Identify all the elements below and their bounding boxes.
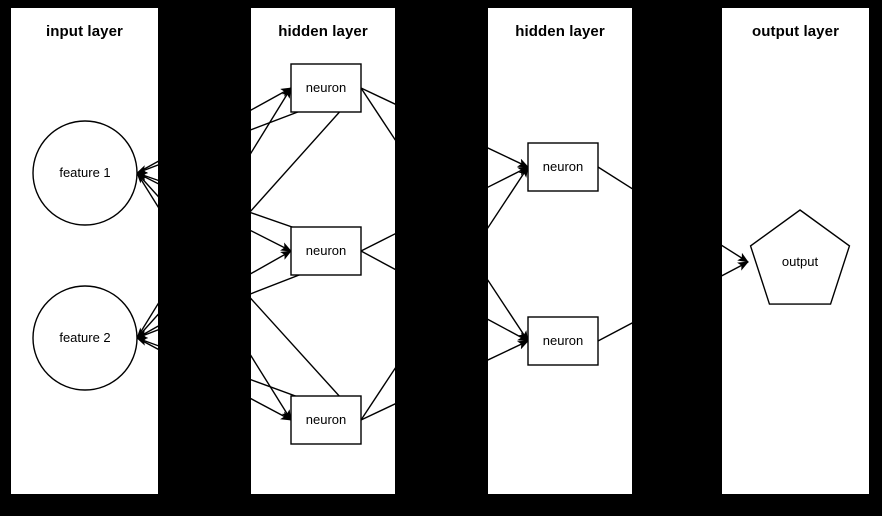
node-shape-rect[interactable] bbox=[527, 316, 599, 366]
layer-graphics-input bbox=[32, 120, 158, 391]
connection-edge bbox=[360, 87, 395, 105]
connection-edge bbox=[597, 322, 632, 342]
node-shape-rect[interactable] bbox=[290, 226, 362, 276]
layer-title-output: output layer bbox=[751, 23, 840, 40]
node-group bbox=[527, 142, 599, 366]
node-group bbox=[32, 120, 138, 391]
connection-edge bbox=[488, 340, 529, 361]
connection-edge bbox=[136, 329, 158, 339]
node-label: feature 2 bbox=[59, 330, 111, 345]
node-label: neuron bbox=[542, 333, 584, 348]
connection-edge bbox=[136, 172, 158, 209]
node-label: neuron bbox=[305, 412, 347, 427]
connection-edge bbox=[722, 244, 749, 263]
connection-edge bbox=[251, 397, 292, 421]
layer-panel-output: output layer output bbox=[722, 8, 869, 494]
connection-edge bbox=[360, 233, 395, 252]
connection-edge bbox=[360, 87, 395, 141]
node-shape-rect[interactable] bbox=[290, 63, 362, 113]
node-label: neuron bbox=[305, 80, 347, 95]
node-label: neuron bbox=[542, 159, 584, 174]
connection-edge bbox=[722, 261, 749, 277]
layer-title-input: input layer bbox=[46, 23, 123, 40]
connection-edge bbox=[488, 318, 529, 342]
connection-edge bbox=[360, 403, 395, 421]
connection-edge bbox=[251, 297, 362, 421]
connection-edge bbox=[136, 325, 158, 339]
layer-graphics-hidden-1 bbox=[251, 63, 395, 445]
connection-edge bbox=[251, 250, 292, 275]
connection-edge bbox=[136, 164, 158, 174]
connection-edge bbox=[136, 337, 158, 347]
connection-edge bbox=[488, 166, 529, 229]
connection-edge bbox=[488, 279, 529, 342]
layer-title-hidden-1: hidden layer bbox=[278, 23, 368, 40]
edge-group bbox=[136, 160, 158, 350]
connection-edge bbox=[597, 166, 632, 190]
node-group bbox=[290, 63, 362, 445]
connection-edge bbox=[136, 302, 158, 339]
node-shape-rect[interactable] bbox=[290, 395, 362, 445]
node-label: neuron bbox=[305, 243, 347, 258]
connection-edge bbox=[251, 87, 292, 111]
layer-panel-input: input layer feature 1 feature 2 bbox=[11, 8, 158, 494]
connection-edge bbox=[251, 87, 292, 155]
layer-panel-hidden-1: hidden layer neuron neuron neuron bbox=[251, 8, 395, 494]
connection-edge bbox=[136, 337, 158, 350]
layer-graphics-output bbox=[722, 209, 851, 305]
edge-group bbox=[722, 244, 749, 277]
layer-title-hidden-2: hidden layer bbox=[515, 23, 605, 40]
connection-edge bbox=[488, 147, 529, 168]
edge-group bbox=[488, 147, 632, 361]
connection-edge bbox=[136, 313, 158, 339]
connection-edge bbox=[251, 354, 292, 421]
connection-edge bbox=[360, 367, 395, 421]
node-label: feature 1 bbox=[59, 165, 111, 180]
node-label: output bbox=[781, 254, 819, 269]
node-shape-circle[interactable] bbox=[32, 285, 138, 391]
connection-edge bbox=[136, 160, 158, 174]
connection-edge bbox=[488, 166, 529, 188]
connection-edge bbox=[136, 172, 158, 198]
connection-edge bbox=[360, 250, 395, 271]
layer-panel-hidden-2: hidden layer neuron neuron bbox=[488, 8, 632, 494]
node-group bbox=[749, 209, 851, 305]
connection-edge bbox=[251, 87, 362, 212]
node-shape-rect[interactable] bbox=[527, 142, 599, 192]
node-shape-circle[interactable] bbox=[32, 120, 138, 226]
node-shape-pentagon[interactable] bbox=[749, 209, 851, 305]
connection-edge bbox=[251, 229, 292, 252]
layer-graphics-hidden-2 bbox=[488, 142, 632, 366]
